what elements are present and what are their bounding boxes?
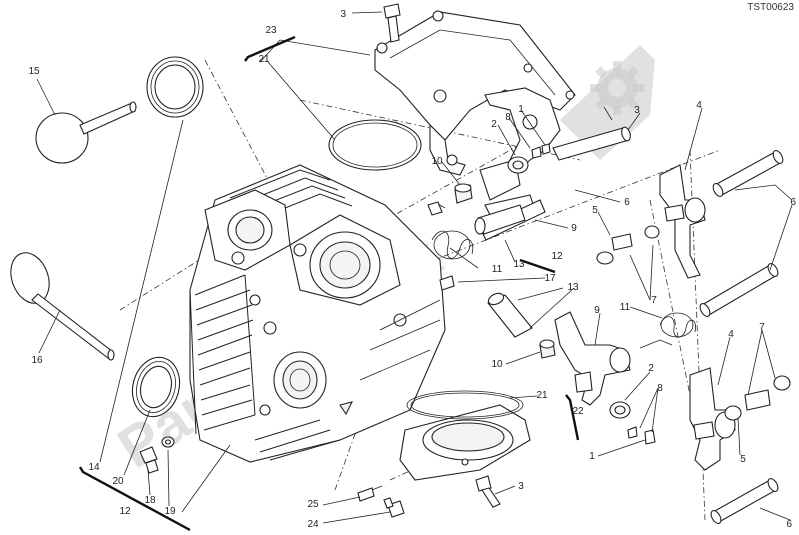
callout-13-mid: 13 — [567, 282, 579, 293]
callout-9-mid: 9 — [594, 305, 600, 316]
rocker-shaft-1 — [552, 126, 631, 161]
cylinder-head — [189, 164, 446, 463]
callout-11-top: 11 — [492, 264, 503, 275]
callout-6-bottom: 6 — [786, 519, 792, 530]
callout-21-top: 21 — [258, 54, 270, 65]
callout-3-bottom: 3 — [518, 481, 524, 492]
rocker-arm-middle — [554, 311, 631, 406]
callout-12-bottom: 12 — [119, 506, 131, 517]
group-brackets — [78, 35, 580, 532]
callout-13-top: 13 — [513, 259, 525, 270]
spring-retainer-lower — [609, 401, 631, 419]
spring-retainer-upper — [507, 156, 529, 174]
callout-22: 22 — [572, 406, 584, 417]
callout-labels: 3 23 21 15 16 2 8 1 10 3 4 6 6 9 5 11 13… — [28, 9, 796, 530]
valve-spring-upper — [431, 230, 474, 260]
callout-10-mid: 10 — [491, 359, 503, 370]
valve-guide-upper — [474, 204, 526, 235]
callout-6-mid: 6 — [624, 197, 630, 208]
callout-2-mid: 2 — [648, 363, 654, 374]
adjuster-clip-upper — [596, 225, 660, 265]
callout-15: 15 — [28, 66, 40, 77]
callout-7-top: 7 — [651, 295, 657, 306]
rocker-cover — [374, 10, 576, 176]
callout-21-mid: 21 — [536, 390, 548, 401]
callout-8-mid: 8 — [657, 383, 663, 394]
cotter-pin-upper — [427, 201, 446, 216]
rocker-arm-right-upper — [659, 164, 706, 279]
callout-3-right: 3 — [634, 105, 640, 116]
bolt-24 — [383, 497, 405, 518]
leader-lines — [36, 11, 793, 524]
callout-8-top: 8 — [505, 112, 511, 123]
bolt-3-lower — [475, 475, 501, 508]
shim-17 — [439, 275, 455, 291]
washer-19 — [161, 436, 175, 448]
callout-1-mid: 1 — [589, 451, 595, 462]
callout-14: 14 — [88, 462, 100, 473]
callout-17: 17 — [544, 273, 556, 284]
o-ring-lower — [406, 390, 524, 420]
o-ring-top — [328, 119, 422, 171]
valve-stem-seal-upper — [454, 183, 473, 204]
valve-keepers-upper — [531, 143, 551, 159]
callout-18: 18 — [144, 495, 156, 506]
callout-23: 23 — [265, 25, 277, 36]
stud-18 — [139, 446, 159, 474]
callout-5-top: 5 — [592, 205, 598, 216]
callout-1-top: 1 — [518, 104, 524, 115]
callout-5-mid: 5 — [740, 454, 746, 465]
valve-guide-lower — [487, 292, 533, 338]
callout-12-right: 12 — [551, 251, 563, 262]
valve-seat-ring-top — [146, 56, 204, 118]
callout-9-top: 9 — [571, 223, 577, 234]
rocker-shaft-3 — [699, 263, 779, 317]
callout-10-top: 10 — [431, 156, 443, 167]
callout-2-top: 2 — [491, 119, 497, 130]
rocker-shaft-4 — [710, 478, 779, 524]
adjuster-clip-lower — [724, 375, 791, 421]
callout-19: 19 — [164, 506, 176, 517]
valve-stem-seal-lower — [539, 339, 556, 359]
rocker-shaft-2 — [712, 149, 784, 198]
callout-6-right: 6 — [790, 197, 796, 208]
callout-11-mid: 11 — [620, 302, 631, 313]
valve-keepers-lower — [627, 426, 656, 445]
intake-manifold-flange — [399, 404, 531, 481]
bolt-3 — [383, 3, 401, 43]
valve-spring-lower — [639, 312, 696, 349]
callout-24: 24 — [307, 519, 319, 530]
valve-seat-ring-bottom — [131, 356, 181, 418]
callout-7-right: 7 — [759, 322, 765, 333]
exhaust-valve — [10, 252, 115, 361]
drawing-code: TST00623 — [747, 2, 794, 13]
clip-25 — [357, 485, 383, 502]
callout-4-mid: 4 — [728, 329, 734, 340]
callout-16: 16 — [31, 355, 43, 366]
intake-valve — [35, 101, 137, 164]
callout-20: 20 — [112, 476, 124, 487]
callout-4-top: 4 — [696, 100, 702, 111]
callout-3-top: 3 — [340, 9, 346, 20]
callout-25: 25 — [307, 499, 319, 510]
